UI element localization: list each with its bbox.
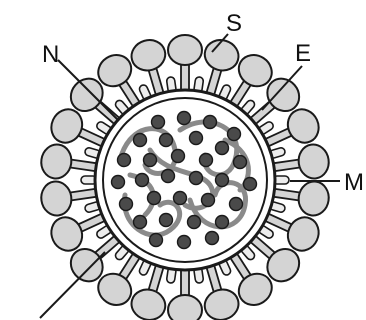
nucleocapsid-protein [152,116,165,129]
nucleocapsid-protein [206,232,219,245]
nucleocapsid-protein [234,156,247,169]
spike-label: S [226,10,242,37]
nucleocapsid-protein [178,112,191,125]
nucleocapsid-protein [144,154,157,167]
nucleocapsid-protein [216,216,229,229]
nucleocapsid-protein [178,236,191,249]
nucleocapsid-protein [230,198,243,211]
nucleocapsid-protein [200,154,213,167]
nucleocapsid-protein [112,176,125,189]
nucleocapsid-protein [174,192,187,205]
nucleocapsid-protein [118,154,131,167]
nucleocapsid-protein [134,134,147,147]
nucleocapsid-protein [202,194,215,207]
nucleocapsid-protein [204,116,217,129]
membrane-label: M [344,169,364,196]
nucleocapsid-protein [136,174,149,187]
nucleocapsid-protein [244,178,257,191]
nucleocapsid-protein [160,214,173,227]
nucleocapsid-protein [134,216,147,229]
nucleocapsid-protein [172,150,185,163]
nucleocapsid-label: N [42,41,59,68]
nucleocapsid-protein [216,174,229,187]
nucleocapsid-protein [188,216,201,229]
nucleocapsid-protein [150,234,163,247]
nucleocapsid-protein [190,172,203,185]
nucleocapsid-protein [160,134,173,147]
envelope-label: E [295,40,311,67]
nucleocapsid-protein [162,170,175,183]
nucleocapsid-protein [190,132,203,145]
nucleocapsid-protein [148,192,161,205]
nucleocapsid-protein [216,142,229,155]
nucleocapsid-protein [228,128,241,141]
nucleocapsid-protein [120,198,133,211]
